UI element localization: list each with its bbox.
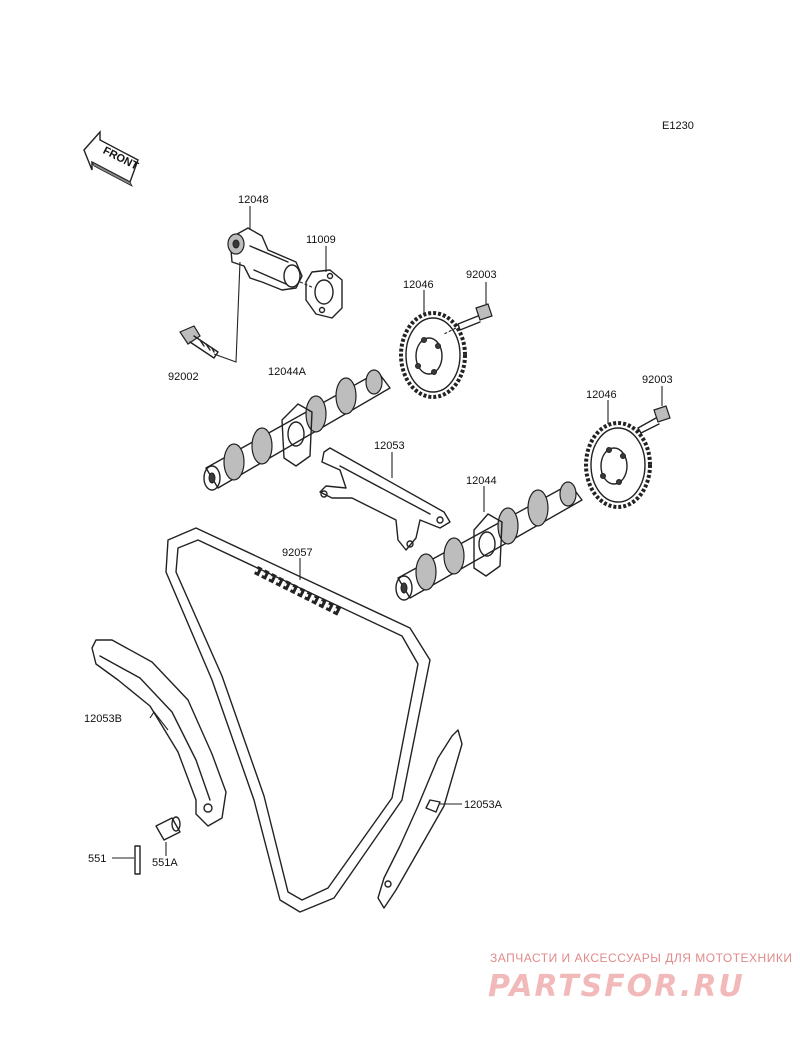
cam-chain <box>165 527 431 913</box>
cam-sprocket-lower <box>584 421 652 509</box>
chain-guide-upper <box>319 447 451 551</box>
sprocket-bolt-upper <box>443 303 493 335</box>
sprocket-bolt-lower <box>637 405 671 434</box>
chain-guide-b <box>91 639 227 827</box>
label-92057: 92057 <box>282 547 313 559</box>
cam-sprocket-upper <box>399 311 467 399</box>
front-arrow-icon: FRONT <box>83 130 140 187</box>
label-12044A: 12044A <box>268 366 307 378</box>
watermark-tagline: ЗАПЧАСТИ И АКСЕССУАРЫ ДЛЯ МОТОТЕХНИКИ <box>490 951 792 965</box>
label-551A: 551A <box>152 857 178 869</box>
camshaft-12044a <box>203 369 391 491</box>
dowel-pin-551 <box>134 845 141 875</box>
watermark-logo: PARTSFOR.RU <box>488 969 745 1004</box>
tensioner-bolt <box>179 325 219 359</box>
label-12053A: 12053A <box>464 799 503 811</box>
label-92003-lower: 92003 <box>642 374 673 386</box>
label-12053: 12053 <box>374 440 405 452</box>
label-12048: 12048 <box>238 194 269 206</box>
cam-chain-tensioner <box>227 227 303 291</box>
dowel-pin-551a <box>155 816 181 841</box>
tensioner-gasket <box>305 269 343 319</box>
label-12046-upper: 12046 <box>403 279 434 291</box>
label-12044: 12044 <box>466 475 497 487</box>
label-12046-lower: 12046 <box>586 389 617 401</box>
label-11009: 11009 <box>306 234 336 246</box>
diagram-code: E1230 <box>662 120 694 132</box>
label-92003-upper: 92003 <box>466 269 497 281</box>
label-551: 551 <box>88 853 106 865</box>
chain-guide-a <box>377 729 463 909</box>
camshaft-12044 <box>395 481 583 601</box>
label-12053B: 12053B <box>84 713 122 725</box>
label-92002: 92002 <box>168 371 199 383</box>
